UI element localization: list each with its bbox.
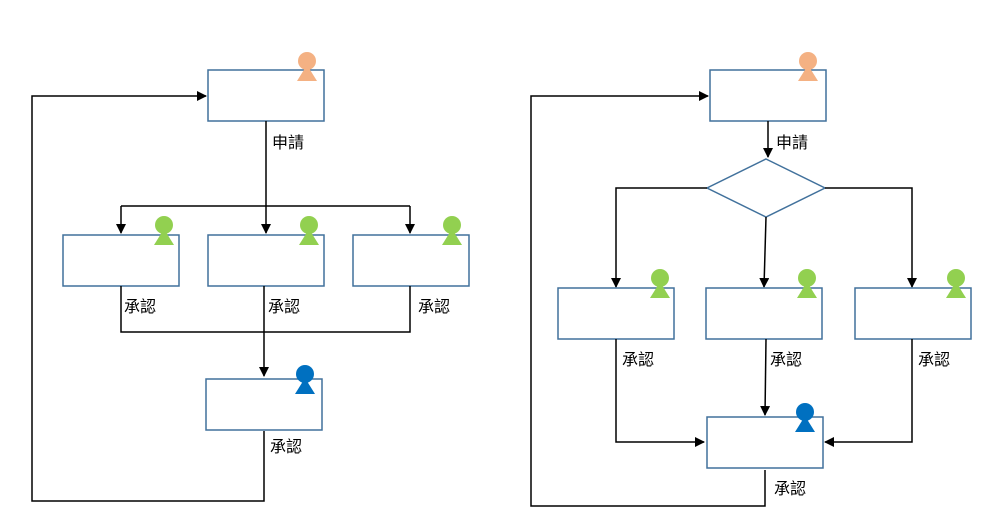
left-flow: 申請 承認 承認 承認 承認 bbox=[31, 52, 470, 502]
right-branch-2-line bbox=[759, 216, 770, 288]
right-final-approve-label: 承認 bbox=[774, 479, 806, 498]
left-merge-line bbox=[120, 286, 411, 333]
right-converge-right-line bbox=[824, 339, 913, 447]
right-applicant-person-icon bbox=[798, 52, 818, 81]
left-apply-label: 申請 bbox=[272, 133, 304, 152]
right-approve-label-1: 承認 bbox=[622, 350, 654, 369]
left-approver-2-person-icon bbox=[299, 216, 319, 245]
left-approver-1-person-icon bbox=[154, 216, 174, 245]
right-final-approver-person-icon bbox=[795, 403, 815, 432]
right-converge-left-line bbox=[615, 339, 705, 447]
right-return-line bbox=[530, 91, 766, 507]
right-approve-label-2: 承認 bbox=[770, 350, 802, 369]
right-approver-2-person-icon bbox=[797, 269, 817, 298]
left-return-line bbox=[31, 91, 265, 502]
left-final-approver-person-icon bbox=[295, 365, 315, 394]
right-apply-label: 申請 bbox=[776, 133, 808, 152]
right-approver-3-person-icon bbox=[946, 269, 966, 298]
right-flow: 申請 承認 承認 承認 承認 bbox=[530, 52, 972, 507]
left-approve-label-2: 承認 bbox=[268, 297, 300, 316]
left-final-approve-label: 承認 bbox=[270, 437, 302, 456]
left-approve-label-1: 承認 bbox=[124, 297, 156, 316]
left-applicant-person-icon bbox=[297, 52, 317, 81]
right-converge-mid-line bbox=[760, 338, 771, 416]
right-branch-3-line bbox=[825, 187, 917, 288]
right-approve-label-3: 承認 bbox=[918, 350, 950, 369]
right-branch-1-line bbox=[611, 187, 707, 288]
right-decision-diamond bbox=[705, 158, 827, 218]
left-approve-label-3: 承認 bbox=[418, 297, 450, 316]
right-approver-1-person-icon bbox=[650, 269, 670, 298]
left-approver-3-person-icon bbox=[442, 216, 462, 245]
